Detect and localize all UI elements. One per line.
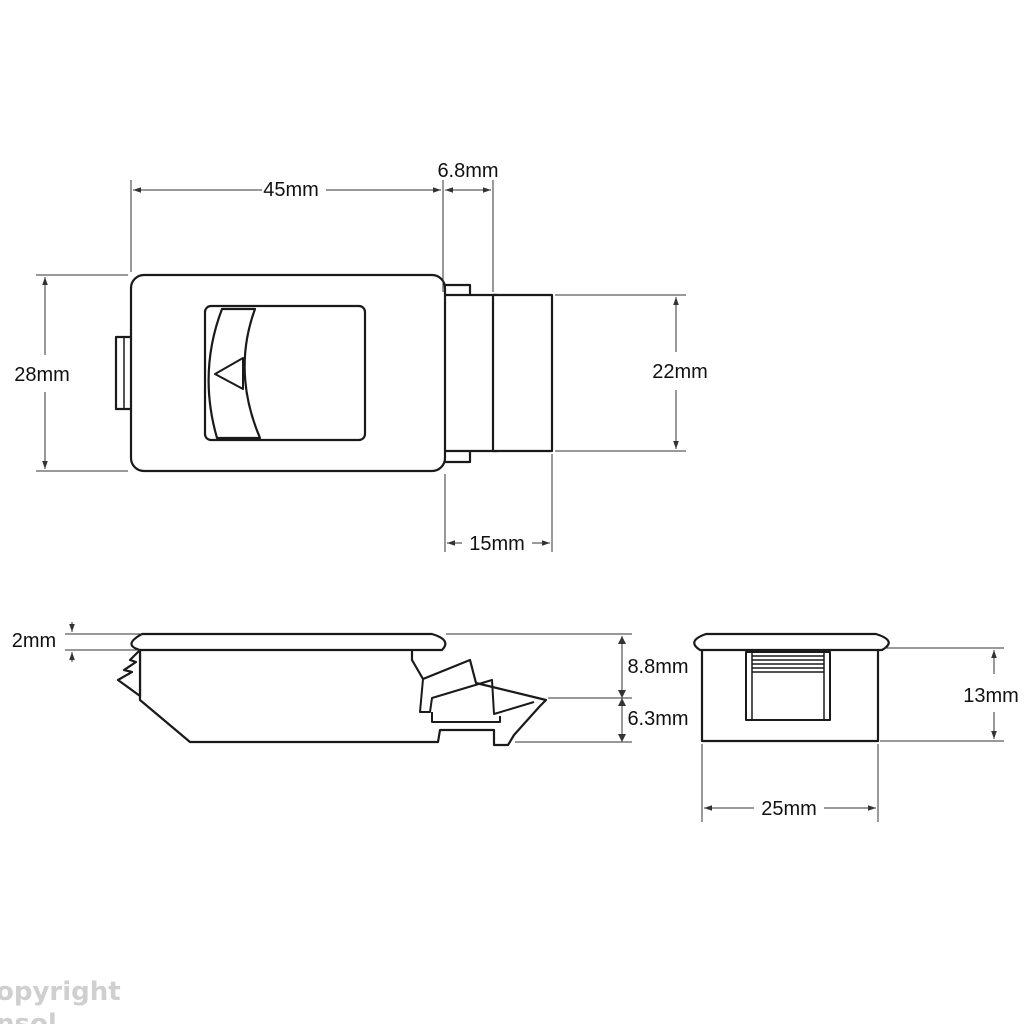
side-bolt-profile-lower [431,712,501,723]
end-body [700,646,880,743]
side-view: 2mm 8.8mm 6.3mm [12,622,689,747]
bolt [491,293,554,453]
dim-45mm: 45mm [263,179,319,201]
end-bolt-slot [745,651,831,721]
dim-15mm: 15mm [469,533,525,555]
side-bolt-profile [419,678,535,715]
triangle-arrow-icon [214,357,244,390]
serrated-edge [116,648,142,698]
dim-22mm: 22mm [652,361,708,383]
bolt-guide [439,293,499,453]
end-view: 13mm 25mm [693,632,1019,822]
watermark-line2: nsol [0,1009,57,1024]
watermark-line1: opyright [0,977,121,1007]
dim-2mm: 2mm [12,630,56,652]
dim-28mm: 28mm [14,364,70,386]
slider-button [207,307,262,440]
dim-6-3mm: 6.3mm [627,708,688,730]
dim-6-8mm: 6.8mm [437,160,498,182]
top-view: 45mm 6.8mm 28mm 22mm 15mm [14,160,708,555]
side-flange [130,632,447,652]
end-bolt-ridges [752,655,824,673]
end-flange [693,632,890,652]
dim-13mm: 13mm [963,685,1019,707]
side-body [138,646,548,747]
dim-8-8mm: 8.8mm [627,656,688,678]
dim-25mm: 25mm [761,798,817,820]
